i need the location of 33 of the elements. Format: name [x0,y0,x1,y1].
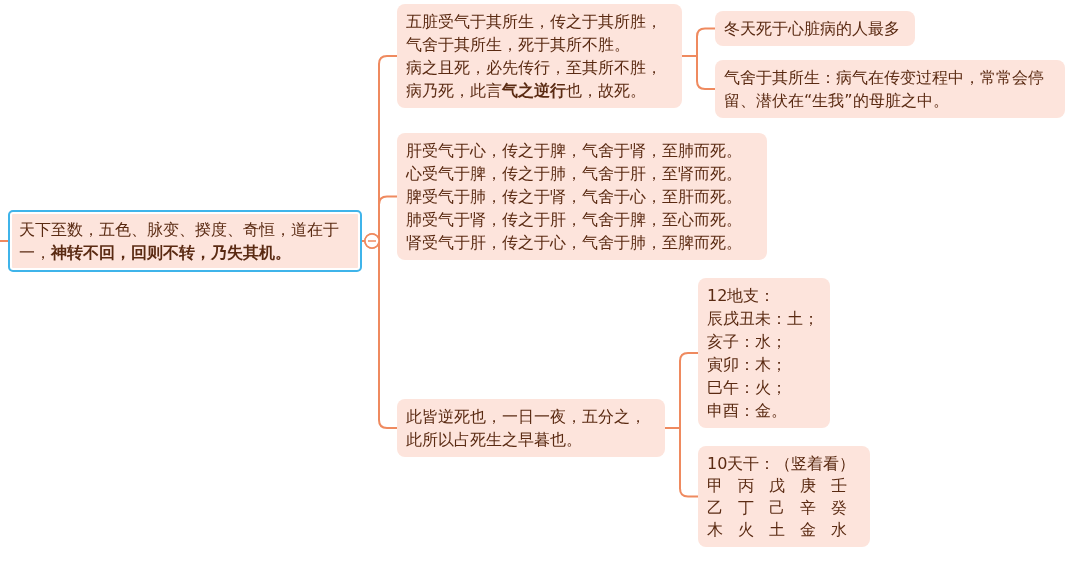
central-topic-box [8,210,362,272]
topic-text: 病之且死，必先传行，至其所不胜，病乃死，此言气之逆行也，故死。 [406,57,663,102]
connector-line [664,427,699,498]
topic-box [397,399,665,457]
connector-line [0,240,9,242]
topic-text: 12地支： [707,285,777,307]
topic-text: 申酉：金。 [707,400,788,422]
topic-text: 亥子：水； [707,331,788,353]
topic-box [715,60,1065,118]
topic-text: 气舍于其所生：病气在传变过程中，常常会停留、潜伏在“生我”的母脏之中。 [724,67,1045,112]
topic-box [698,446,870,547]
topic-text: 肺受气于肾，传之于肝，气舍于脾，至心而死。 [406,209,743,231]
topic-text: 乙 丁 己 辛 癸 [707,497,849,519]
topic-text: 10天干：（竖着看） [707,453,857,475]
topic-text: 肝受气于心，传之于脾，气舍于肾，至肺而死。 [406,140,743,162]
connector-line [681,55,716,90]
topic-box [397,133,767,260]
topic-text: 心受气于脾，传之于肺，气舍于肝，至肾而死。 [406,163,743,185]
topic-text: 甲 丙 戊 庚 壬 [707,475,849,497]
topic-box [715,11,915,46]
topic-text: 五脏受气于其所生，传之于其所胜，气舍于其所生，死于其所不胜。 [406,11,663,56]
connector-line [361,233,398,429]
topic-text: 天下至数，五色、脉变、揆度、奇恒，道在于一，神转不回，回则不转，乃失其机。 [19,219,340,264]
topic-text: 肾受气于肝，传之于心，气舍于肺，至脾而死。 [406,232,743,254]
topic-text: 寅卯：木； [707,354,788,376]
topic-text: 木 火 土 金 水 [707,519,849,541]
topic-text: 辰戌丑未：土； [707,308,820,330]
topic-box [698,278,830,428]
topic-text: 此皆逆死也，一日一夜，五分之，此所以占死生之早暮也。 [406,406,647,451]
topic-text: 冬天死于心脏病的人最多 [724,18,901,40]
topic-text: 巳午：火； [707,377,788,399]
topic-box [397,4,682,108]
topic-text: 脾受气于肺，传之于肾，气舍于心，至肝而死。 [406,186,743,208]
